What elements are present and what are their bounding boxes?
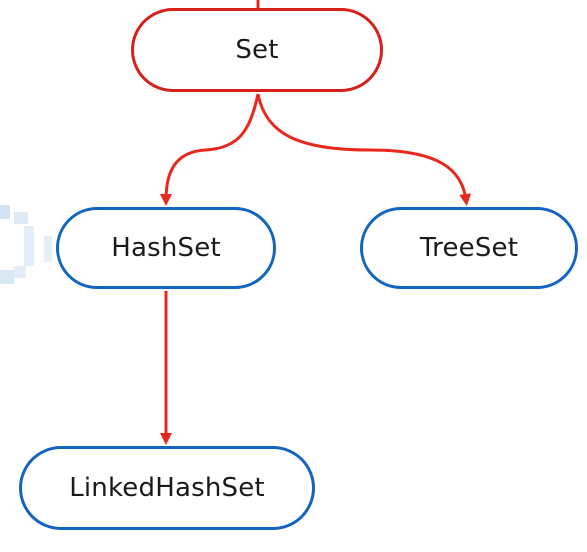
background-artifact [44, 236, 52, 262]
node-set[interactable]: Set [131, 8, 383, 92]
node-treeset[interactable]: TreeSet [360, 207, 578, 289]
node-hashset[interactable]: HashSet [56, 207, 276, 289]
background-artifact [14, 266, 26, 278]
background-artifact [14, 212, 28, 224]
node-label: TreeSet [419, 233, 519, 263]
background-artifact [0, 205, 10, 219]
node-label: Set [235, 35, 279, 65]
node-label: HashSet [111, 233, 221, 263]
background-artifact [0, 270, 14, 284]
node-label: LinkedHashSet [69, 473, 265, 503]
background-artifact [24, 226, 34, 266]
edge-set-to-treeset [256, 93, 472, 206]
edge-set-to-hashset [160, 93, 260, 206]
node-linkedhashset[interactable]: LinkedHashSet [19, 446, 315, 530]
